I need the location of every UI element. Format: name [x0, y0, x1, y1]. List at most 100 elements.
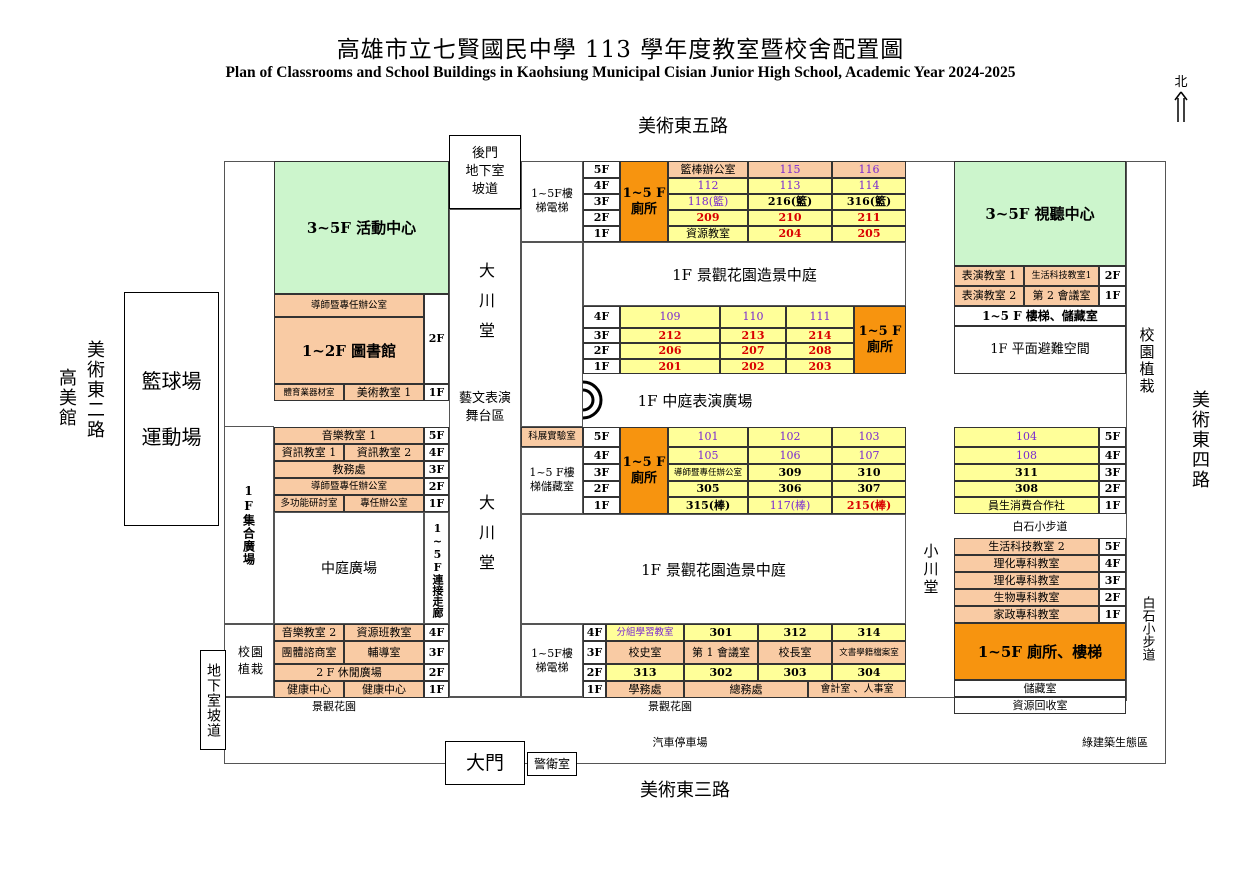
road-right: 美術東四路	[1189, 390, 1210, 490]
room-207: 207	[720, 343, 786, 359]
eco-label: 綠建築生態區	[1082, 736, 1148, 749]
tc-floor-3f: 3F	[583, 194, 620, 210]
academic-affairs: 教務處	[274, 461, 424, 478]
group-learning-room: 分組學習教室	[606, 624, 684, 641]
road-bottom: 美術東三路	[640, 780, 730, 801]
pe-equipment-room: 體育業器材室	[274, 384, 344, 401]
sw-floor-4f: 4F	[424, 624, 449, 641]
w-floor-3f: 3F	[424, 461, 449, 478]
great-hall-label-bottom: 大川堂	[476, 494, 495, 584]
accounting-personnel: 會計室 、人事室	[808, 681, 906, 698]
room-302: 302	[684, 664, 758, 681]
baishi-path-label: 白石小步道	[1012, 520, 1068, 533]
tc-floor-1f: 1F	[583, 226, 620, 242]
computer-room-1: 資訊教室 1	[274, 444, 344, 461]
landscape-mid-label: 景觀花園	[648, 700, 692, 713]
art-room-1: 美術教室 1	[344, 384, 424, 401]
tc-floor-4f: 4F	[583, 178, 620, 194]
room-106: 106	[748, 447, 832, 464]
w-floor-2f: 2F	[424, 478, 449, 495]
teacher-office-w: 導師暨專任辦公室	[274, 478, 424, 495]
bottom-stairs-label: 1~5F樓梯電梯	[531, 647, 573, 674]
recycle-room: 資源回收室	[954, 697, 1126, 714]
connecting-corridor	[424, 512, 449, 624]
room-103: 103	[832, 427, 906, 447]
court-label-sports: 運動場	[141, 425, 202, 449]
room-111: 111	[786, 306, 854, 328]
staff-office: 專任辦公室	[344, 495, 424, 512]
campus-divider-right	[1126, 161, 1127, 701]
lc-floor-2f: 2F	[583, 481, 620, 497]
room-203: 203	[786, 359, 854, 374]
se-floor-4f: 4F	[1099, 555, 1126, 572]
home-economics-lab: 家政專科教室	[954, 606, 1099, 623]
w-floor-4f: 4F	[424, 444, 449, 461]
room-215: 215(棒)	[832, 497, 906, 514]
room-315: 315(棒)	[668, 497, 748, 514]
room-202: 202	[720, 359, 786, 374]
general-affairs: 總務處	[684, 681, 808, 698]
room-309: 309	[748, 464, 832, 481]
room-105: 105	[668, 447, 748, 464]
parking-label: 汽車停車場	[652, 736, 708, 749]
performance-room-1: 表演教室 1	[954, 266, 1024, 286]
group-counseling: 團體諮商室	[274, 641, 344, 664]
lc-floor-3f: 3F	[583, 464, 620, 481]
room-116: 116	[832, 161, 906, 178]
nw-floor-1f: 1F	[424, 384, 449, 401]
sw-floor-3f: 3F	[424, 641, 449, 664]
guard-room: 警衛室	[527, 752, 577, 776]
top-stairs	[521, 161, 583, 242]
lc-floor-1f: 1F	[583, 497, 620, 514]
room-312: 312	[758, 624, 832, 641]
north-arrow-icon	[1174, 91, 1188, 122]
e-floor-1f: 1F	[1099, 497, 1126, 514]
activity-center: 3~5F 活動中心	[274, 161, 449, 294]
bc-floor-1f: 1F	[583, 681, 606, 698]
room-212: 212	[620, 328, 720, 343]
baseball-office: 籃棒辦公室	[668, 161, 748, 178]
health-center-a: 健康中心	[274, 681, 344, 698]
room-316: 316(籃)	[832, 194, 906, 210]
science-lab: 科展實驗室	[521, 427, 583, 447]
assembly-area	[224, 426, 274, 624]
music-room-1: 音樂教室 1	[274, 427, 424, 444]
room-307: 307	[832, 481, 906, 497]
e-floor-4f: 4F	[1099, 447, 1126, 464]
health-center-b: 健康中心	[344, 681, 424, 698]
bc-floor-3f: 3F	[583, 641, 606, 664]
north-arrow: 北	[1172, 76, 1190, 124]
e-floor-3f: 3F	[1099, 464, 1126, 481]
great-hall-label-top: 大川堂	[476, 262, 495, 352]
back-gate: 後門 地下室 坡道	[449, 135, 521, 209]
mc-floor-2f: 2F	[583, 343, 620, 359]
court-label-basketball: 籃球場	[141, 369, 202, 393]
room-115: 115	[748, 161, 832, 178]
room-117: 117(棒)	[748, 497, 832, 514]
basketball-court: 籃球場 運動場	[124, 292, 219, 526]
room-104: 104	[954, 427, 1099, 447]
room-216: 216(籃)	[748, 194, 832, 210]
se-floor-2f: 2F	[1099, 589, 1126, 606]
room-206: 206	[620, 343, 720, 359]
room-313: 313	[606, 664, 684, 681]
e-floor-5f: 5F	[1099, 427, 1126, 447]
biology-lab: 生物專科教室	[954, 589, 1099, 606]
principal-office: 校長室	[758, 641, 832, 664]
library-floor: 2F	[424, 294, 449, 384]
room-311: 311	[954, 464, 1099, 481]
ne-floor-1f: 1F	[1099, 286, 1126, 306]
meeting-room-2: 第 2 會議室	[1024, 286, 1099, 306]
room-109: 109	[620, 306, 720, 328]
low-stairs	[521, 447, 583, 514]
room-201: 201	[620, 359, 720, 374]
history-room: 校史室	[606, 641, 684, 664]
w-floor-5f: 5F	[424, 427, 449, 444]
room-310: 310	[832, 464, 906, 481]
tc-floor-2f: 2F	[583, 210, 620, 226]
lc-floor-5f: 5F	[583, 427, 620, 447]
baishi-path-vertical: 白石小步道	[1139, 595, 1155, 661]
garden-top-label: 1F 景觀花園造景中庭	[672, 265, 817, 284]
tech-room-1: 生活科技教室1	[1024, 266, 1099, 286]
sw-floor-2f: 2F	[424, 664, 449, 681]
